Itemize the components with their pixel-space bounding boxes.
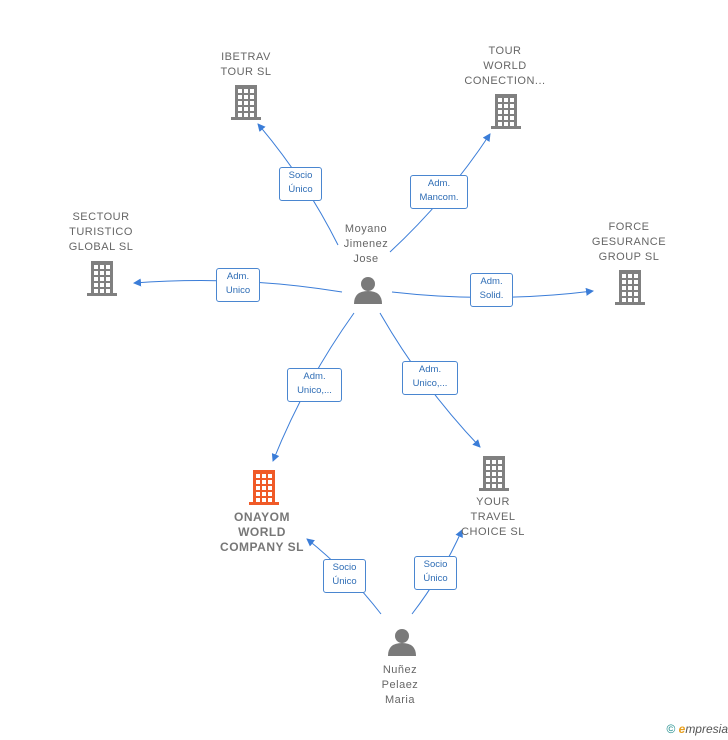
company-building-icon-ibetrav[interactable]	[231, 85, 261, 120]
person-label-nunez[interactable]: Nuñez Pelaez Maria	[381, 664, 419, 706]
copyright-icon: ©	[666, 722, 676, 736]
relation-label-moyano-ibetrav[interactable]: Socio Único	[279, 167, 322, 201]
relation-label-moyano-onayom[interactable]: Adm. Unico,...	[287, 368, 342, 402]
company-label-force[interactable]: FORCE GESURANCE GROUP SL	[591, 221, 667, 263]
brand-name: mpresia	[685, 722, 728, 736]
relation-label-nunez-onayom[interactable]: Socio Único	[323, 559, 366, 593]
relation-label-moyano-tourworld[interactable]: Adm. Mancom.	[410, 175, 468, 209]
footer-brand: © empresia	[666, 722, 728, 736]
company-building-icon-tourworld[interactable]	[491, 94, 521, 129]
company-label-ibetrav[interactable]: IBETRAV TOUR SL	[220, 51, 272, 78]
person-icon-nunez[interactable]	[388, 629, 416, 656]
company-building-icon-sectour[interactable]	[87, 261, 117, 296]
nodes-layer	[87, 85, 645, 656]
person-label-moyano[interactable]: Moyano Jimenez Jose	[343, 223, 389, 265]
relation-label-nunez-yourtravel[interactable]: Socio Único	[414, 556, 457, 590]
company-label-yourtravel[interactable]: YOUR TRAVEL CHOICE SL	[461, 496, 525, 538]
company-label-tourworld[interactable]: TOUR WORLD CONECTION...	[464, 45, 546, 87]
brand-letter: e	[678, 722, 686, 736]
relation-label-moyano-sectour[interactable]: Adm. Unico	[216, 268, 260, 302]
relation-label-moyano-yourtravel[interactable]: Adm. Unico,...	[402, 361, 458, 395]
edges-layer	[133, 123, 594, 615]
company-building-icon-force[interactable]	[615, 270, 645, 305]
company-building-icon-yourtravel[interactable]	[479, 456, 509, 491]
company-building-icon-onayom[interactable]	[249, 470, 279, 505]
company-label-sectour[interactable]: SECTOUR TURISTICO GLOBAL SL	[68, 211, 134, 253]
company-label-onayom[interactable]: ONAYOM WORLD COMPANY SL	[220, 510, 304, 554]
person-icon-moyano[interactable]	[354, 277, 382, 304]
relation-label-moyano-force[interactable]: Adm. Solid.	[470, 273, 513, 307]
